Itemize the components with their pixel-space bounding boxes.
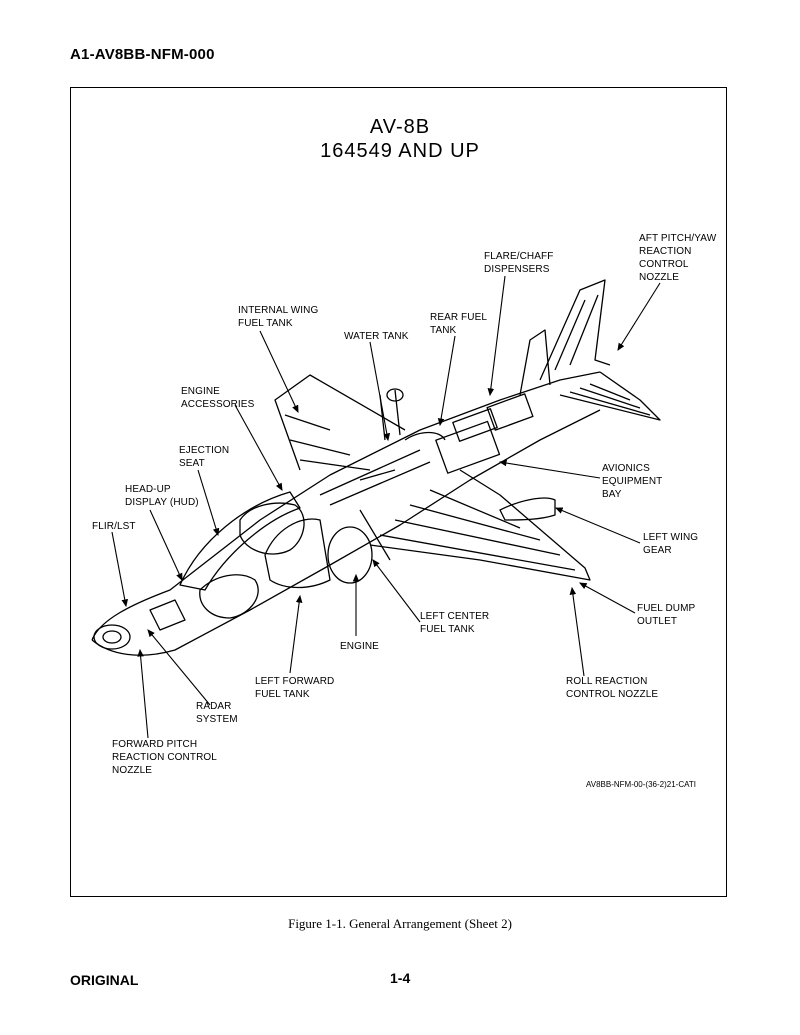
label-rear-fuel-tank: REAR FUEL TANK: [430, 312, 488, 336]
label-left-forward-fuel-tank: LEFT FORWARD FUEL TANK: [255, 676, 335, 700]
label-avionics-equipment-bay: AVIONICS EQUIPMENT BAY: [602, 463, 663, 500]
label-internal-wing-fuel-tank: INTERNAL WING FUEL TANK: [238, 305, 319, 329]
label-roll-reaction-control-nozzle: ROLL REACTION CONTROL NOZZLE: [566, 676, 659, 700]
label-aft-pitch-yaw-nozzle: AFT PITCH/YAW REACTION CONTROL NOZZLE: [639, 233, 717, 283]
label-forward-pitch-nozzle: FORWARD PITCH REACTION CONTROL NOZZLE: [112, 739, 217, 776]
label-ejection-seat: EJECTION SEAT: [179, 445, 230, 469]
figure-title-aircraft: AV-8B: [369, 116, 431, 138]
label-fuel-dump-outlet: FUEL DUMP OUTLET: [637, 603, 696, 627]
label-engine: ENGINE: [340, 641, 379, 652]
label-flir-lst: FLIR/LST: [92, 521, 136, 532]
document-id: A1-AV8BB-NFM-000: [70, 46, 215, 63]
label-engine-accessories: ENGINE ACCESSORIES: [181, 386, 255, 410]
footer-status: ORIGINAL: [70, 972, 139, 988]
label-head-up-display: HEAD-UP DISPLAY (HUD): [125, 484, 199, 508]
figure-title-serial: 164549 AND UP: [320, 140, 480, 162]
figure-frame: [70, 87, 727, 897]
label-water-tank: WATER TANK: [344, 331, 409, 342]
label-flare-chaff-dispensers: FLARE/CHAFF DISPENSERS: [484, 251, 554, 275]
drawing-number: AV8BB-NFM-00-(36-2)21-CATI: [586, 780, 696, 789]
label-radar-system: RADAR SYSTEM: [196, 701, 238, 725]
page-number: 1-4: [390, 970, 411, 986]
label-left-wing-gear: LEFT WING GEAR: [643, 532, 699, 556]
label-left-center-fuel-tank: LEFT CENTER FUEL TANK: [420, 611, 490, 635]
figure-caption: Figure 1-1. General Arrangement (Sheet 2…: [288, 916, 512, 931]
